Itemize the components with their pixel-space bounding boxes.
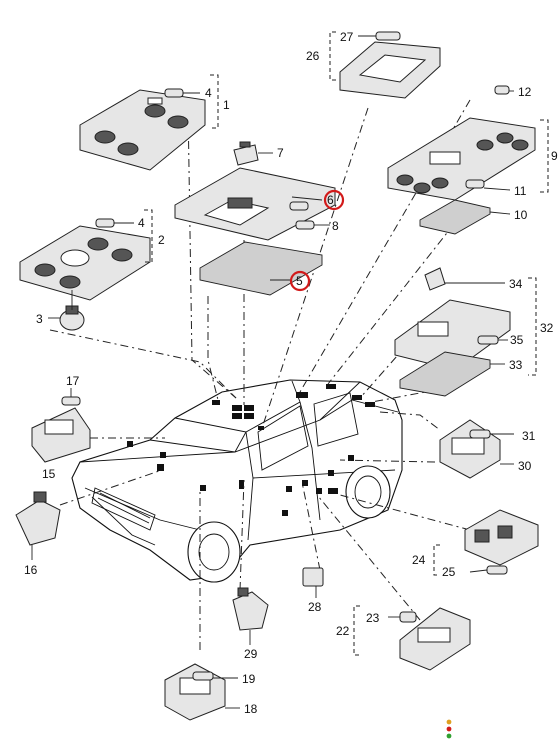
part-32-console [394, 267, 537, 376]
callout-7: 7 [277, 146, 284, 160]
callout-32: 32 [540, 321, 554, 335]
part-3-bulb-holder [48, 290, 85, 331]
highlight-circle-6 [323, 189, 345, 211]
part-10-lens [419, 199, 511, 235]
callout-15: 15 [42, 467, 56, 481]
part-22-luggage-light [353, 605, 471, 671]
part-16-door-switch [15, 491, 61, 560]
part-28-bulb-holder [302, 567, 324, 598]
callout-24: 24 [412, 553, 426, 567]
callout-10: 10 [514, 208, 528, 222]
part-6-interior-light [174, 167, 336, 241]
car-light-markers [127, 384, 375, 516]
callout-1: 1 [223, 98, 230, 112]
part-18-footwell-light [164, 663, 240, 721]
part-30-door-light [439, 419, 514, 479]
callout-11: 11 [514, 184, 527, 198]
callout-23: 23 [366, 611, 380, 625]
callout-31: 31 [522, 429, 536, 443]
callout-labels: 1 2 3 4 4 5 6 7 8 9 10 11 12 15 16 17 18… [24, 30, 558, 716]
part-29-switch [232, 587, 269, 645]
callout-3: 3 [36, 312, 43, 326]
callout-5[interactable]: 5 [296, 274, 303, 288]
status-dot-green [446, 733, 452, 739]
highlight-circle-5 [289, 270, 311, 292]
callout-35: 35 [510, 333, 524, 347]
car-body [71, 379, 403, 583]
part-24-boot-light [433, 509, 539, 576]
callout-2: 2 [158, 233, 165, 247]
callout-27: 27 [340, 30, 354, 44]
callout-17: 17 [66, 374, 80, 388]
callout-28: 28 [308, 600, 322, 614]
status-dot-red [446, 726, 452, 732]
callout-33: 33 [509, 358, 523, 372]
part-2-roof-console [19, 209, 153, 331]
callout-22: 22 [336, 624, 350, 638]
callout-29: 29 [244, 647, 258, 661]
callout-8: 8 [332, 219, 339, 233]
callout-25: 25 [442, 565, 456, 579]
callout-18: 18 [244, 702, 258, 716]
callout-6[interactable]: 6 [327, 193, 334, 207]
part-26-reading-light [329, 31, 441, 99]
part-8-bulb [295, 220, 330, 230]
status-dots [446, 719, 452, 739]
callout-12: 12 [518, 85, 532, 99]
status-dot-orange [446, 719, 452, 725]
callout-9: 9 [551, 149, 558, 163]
part-15-door-light [31, 388, 91, 463]
callout-26: 26 [306, 49, 320, 63]
part-33-lens [399, 351, 505, 397]
part-1-roof-console [79, 74, 219, 171]
callout-30: 30 [518, 459, 532, 473]
part-9-roof-console [387, 85, 549, 201]
callout-19: 19 [242, 672, 256, 686]
callout-4-upper: 4 [205, 86, 212, 100]
part-5-lens [199, 241, 323, 296]
part-7-switch [233, 141, 273, 166]
highlight-markers [289, 189, 345, 292]
callout-16: 16 [24, 563, 38, 577]
callout-34: 34 [509, 277, 523, 291]
callout-4-lower: 4 [138, 216, 145, 230]
